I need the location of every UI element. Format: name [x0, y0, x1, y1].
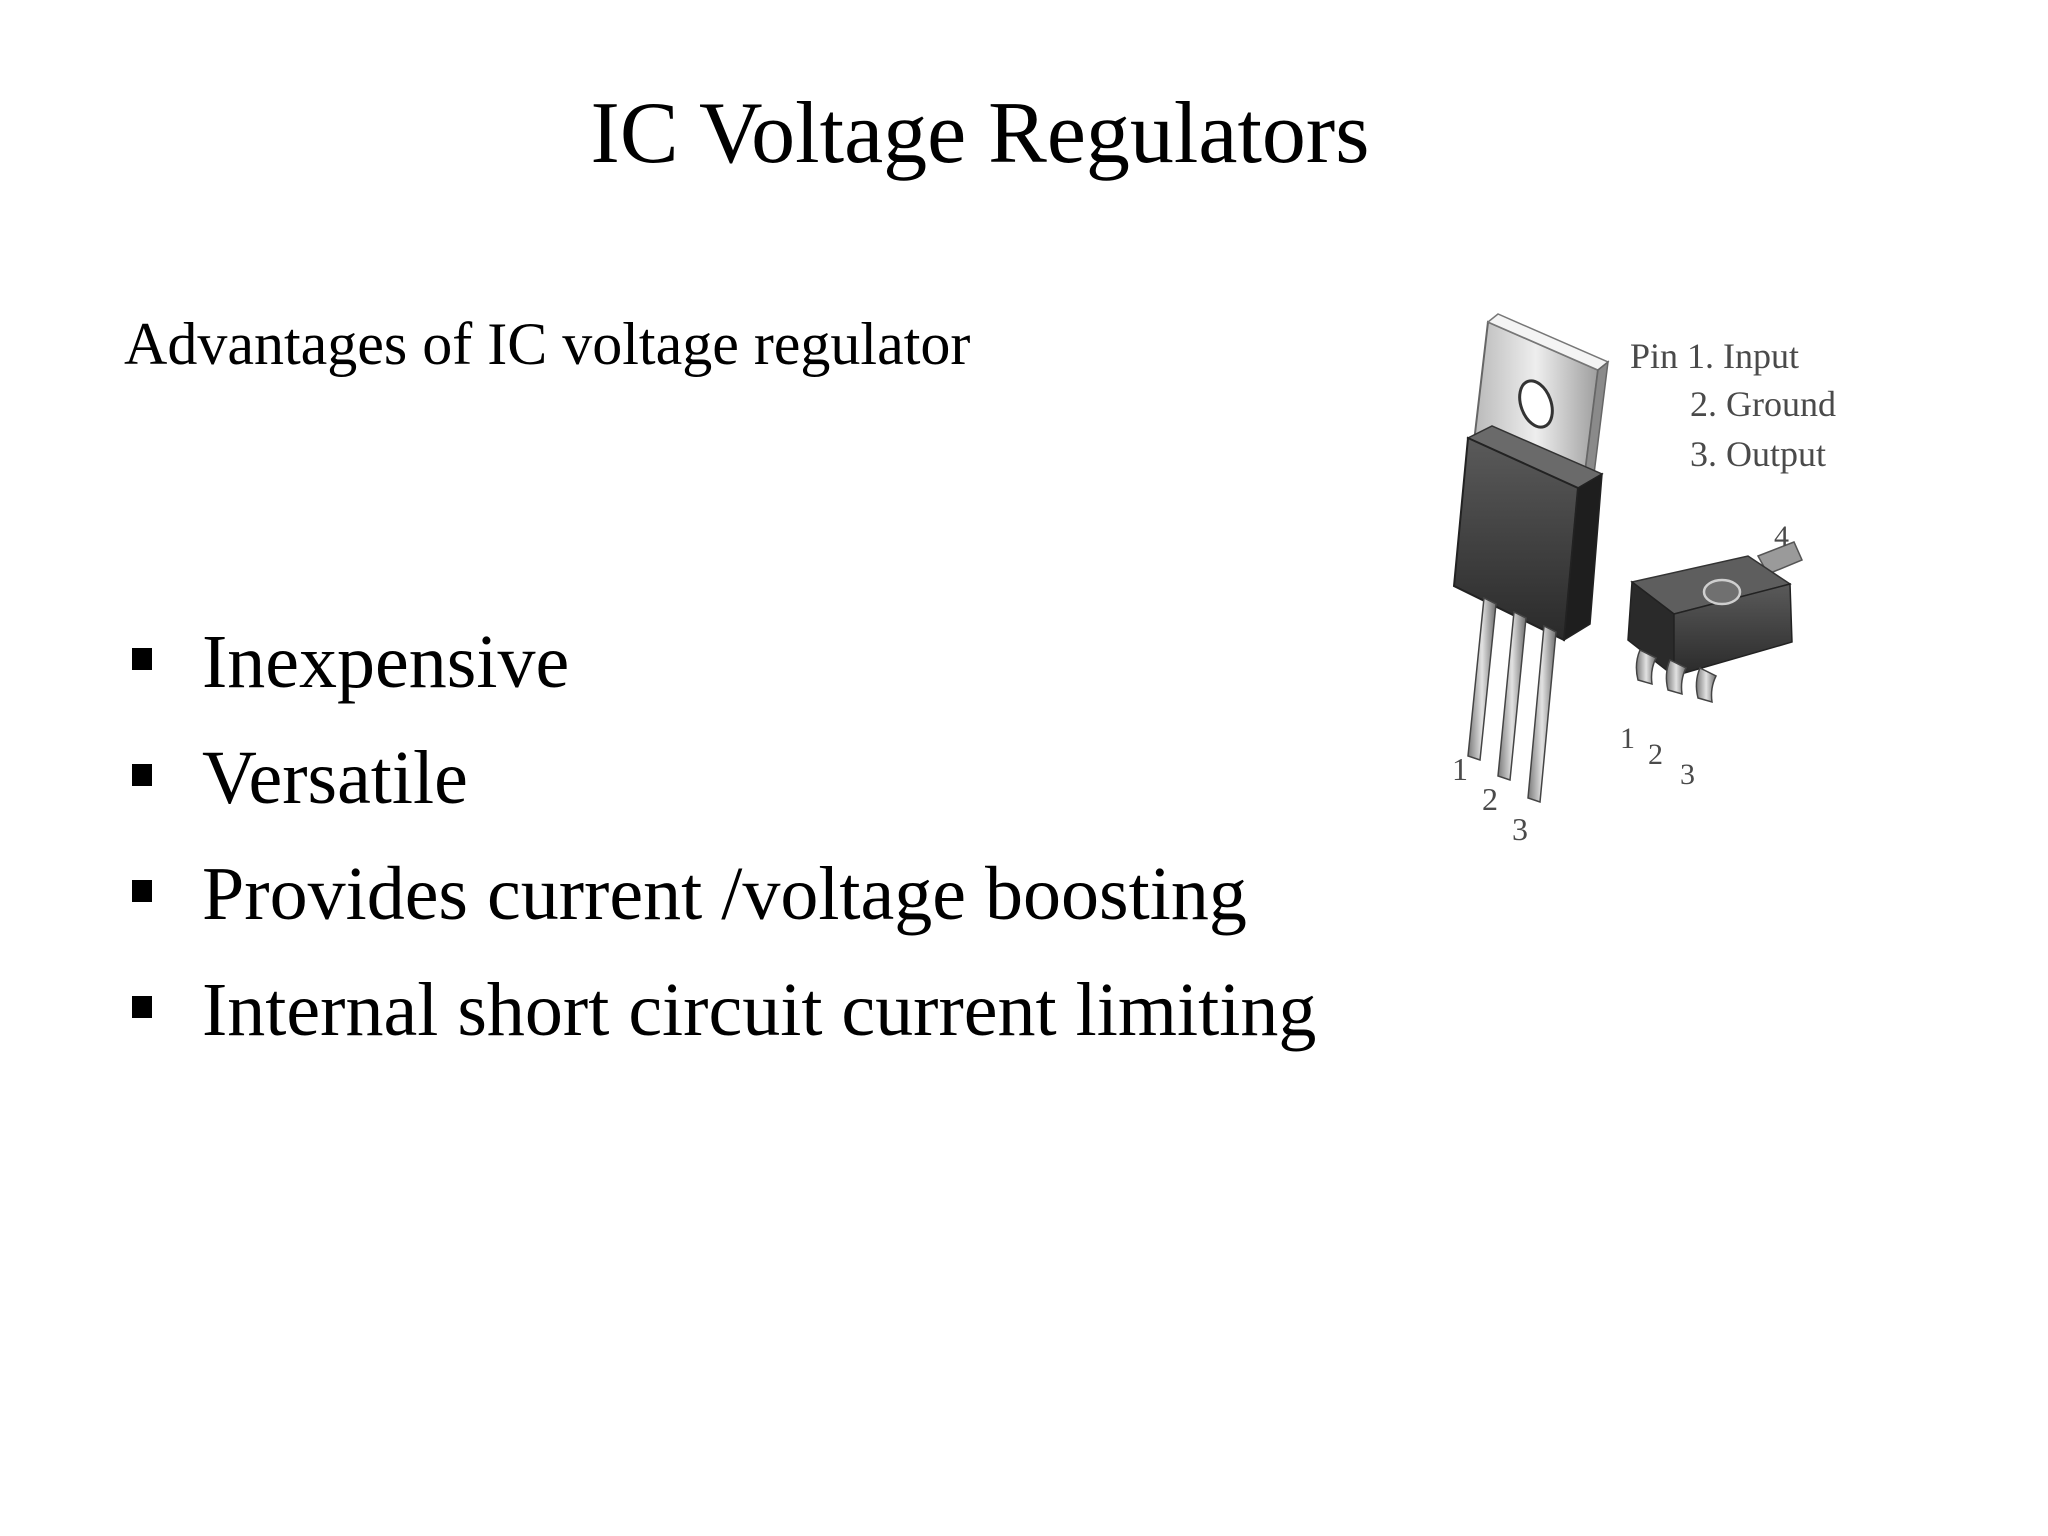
square-bullet-icon: [132, 764, 152, 786]
to220-pin-2-label: 2: [1482, 781, 1498, 817]
slide-subtitle: Advantages of IC voltage regulator: [124, 311, 971, 377]
square-bullet-icon: [132, 880, 152, 902]
list-item-text: Internal short circuit current limiting: [202, 968, 1317, 1052]
list-item-text: Provides current /voltage boosting: [202, 852, 1247, 936]
smd-pin-1-label: 1: [1620, 722, 1635, 755]
regulator-packages-figure: 1 2 3 Pin 1. Input 2. Ground 3. Output: [1370, 310, 1870, 870]
advantages-list: Inexpensive Versatile Provides current /…: [124, 604, 1316, 1068]
list-item-text: Inexpensive: [202, 620, 570, 704]
square-bullet-icon: [132, 996, 152, 1018]
to220-pin-1-label: 1: [1452, 751, 1468, 787]
to220-pin-3-label: 3: [1512, 811, 1528, 847]
list-item-text: Versatile: [202, 736, 468, 820]
pin-legend-line-3: 3. Output: [1690, 434, 1826, 474]
list-item: Provides current /voltage boosting: [124, 836, 1316, 952]
list-item: Inexpensive: [124, 604, 1316, 720]
list-item: Versatile: [124, 720, 1316, 836]
slide-title: IC Voltage Regulators: [590, 85, 1370, 182]
square-bullet-icon: [132, 648, 152, 670]
list-item: Internal short circuit current limiting: [124, 952, 1316, 1068]
smd-pin-2-label: 2: [1648, 738, 1663, 771]
to220-package-icon: [1452, 313, 1610, 804]
smd-package-icon: [1627, 541, 1803, 704]
pin-legend-line-1: Pin 1. Input: [1630, 336, 1799, 376]
smd-pin-4-label: 4: [1774, 520, 1789, 553]
pin-legend-line-2: 2. Ground: [1690, 384, 1836, 424]
smd-pin-3-label: 3: [1680, 758, 1695, 791]
